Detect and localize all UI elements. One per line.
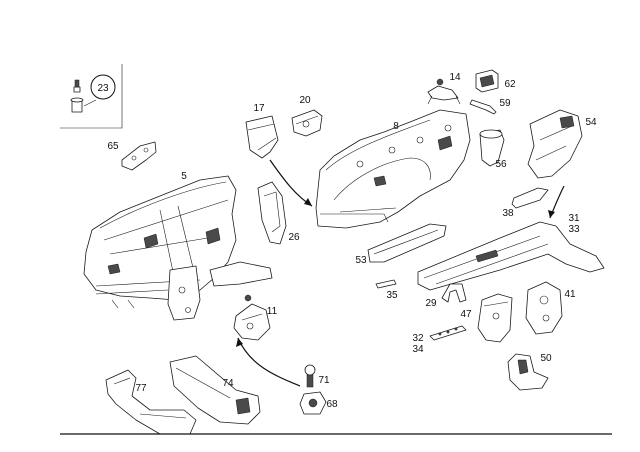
inset-fastener-23 [60,64,123,129]
callout-77: 77 [135,383,147,394]
callout-59: 59 [499,98,511,109]
part-5-front-structure [83,175,273,321]
callout-11: 11 [267,306,278,317]
part-20-bracket [291,109,323,137]
callout-33: 33 [568,224,580,235]
callout-31: 31 [568,213,580,224]
callout-17: 17 [253,103,265,114]
callout-35: 35 [386,290,398,301]
part-77-member [105,369,197,435]
part-35-clip [375,279,397,289]
callout-32: 32 [412,333,424,344]
part-56-cup [479,129,505,167]
callout-62: 62 [504,79,516,90]
part-53-rail [367,223,447,263]
callout-29: 29 [425,298,437,309]
callout-74: 74 [222,378,234,389]
callout-56: 56 [495,159,507,170]
callout-labels: 23 14 62 59 17 20 8 54 65 56 5 26 31 33 … [97,72,597,410]
callout-47: 47 [460,309,472,320]
callout-65: 65 [107,141,119,152]
callout-26: 26 [288,232,300,243]
callout-50: 50 [540,353,552,364]
callout-38: 38 [502,208,514,219]
callout-53: 53 [355,255,367,266]
callout-41: 41 [564,289,576,300]
callout-68: 68 [326,399,338,410]
part-41-bracket [525,281,563,335]
part-65-bracket [121,141,157,171]
part-54-bracket [527,109,583,179]
leader-lines [236,159,565,387]
part-74-member [169,355,261,425]
callout-8: 8 [393,121,399,132]
part-59-strip [469,99,497,115]
callout-14: 14 [449,72,461,83]
callout-54: 54 [585,117,597,128]
part-62-block [475,69,499,93]
callout-23: 23 [97,83,109,94]
part-29-clip [441,283,467,303]
part-38-strip [511,187,549,209]
part-50-bracket [507,353,549,391]
part-11-mount [233,294,271,341]
part-8-wheel-housing [315,109,471,229]
part-32-34-strip [429,325,467,341]
callout-34: 34 [412,344,424,355]
part-47-bracket [477,293,513,343]
part-17-panel [245,115,279,159]
part-26-bracket [257,181,287,245]
callout-5: 5 [181,171,187,182]
part-31-33-sill [417,221,605,291]
part-14-mount [427,78,461,105]
part-71-bolt [304,364,316,388]
callout-71: 71 [318,375,330,386]
callout-20: 20 [299,95,311,106]
part-68-clip [299,391,327,415]
